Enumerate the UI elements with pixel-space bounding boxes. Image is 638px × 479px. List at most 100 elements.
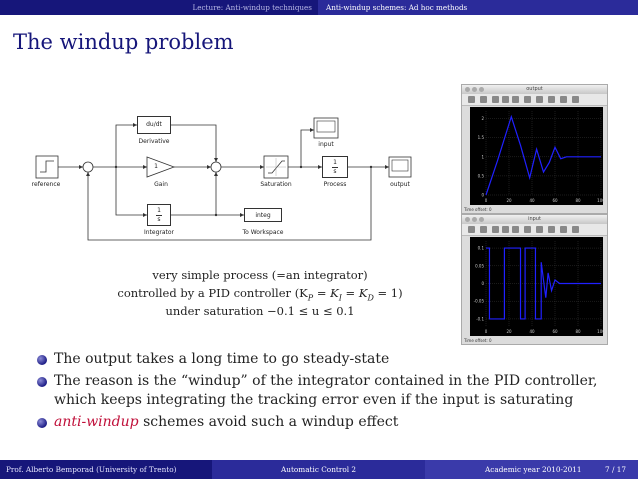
zoom-y-icon[interactable]: [512, 96, 519, 103]
input-window-title: input: [528, 216, 541, 222]
integrator-block[interactable]: 1 s: [147, 204, 171, 226]
input-series-line: [486, 247, 601, 320]
floating-scope-icon[interactable]: [560, 96, 567, 103]
integrator-label: Integrator: [143, 229, 175, 236]
input-label: input: [318, 141, 334, 148]
output-label: output: [390, 181, 410, 188]
save-axes-icon[interactable]: [536, 96, 543, 103]
input-x-tick-label: 40: [529, 329, 535, 334]
section-nav-previous[interactable]: Lecture: Anti-windup techniques: [192, 3, 313, 12]
autoscale-icon[interactable]: [524, 96, 531, 103]
footer-year: Academic year 2010-2011: [485, 465, 582, 474]
autoscale-icon[interactable]: [524, 226, 531, 233]
process-label: Process: [323, 181, 347, 188]
gain-label: Gain: [154, 181, 168, 188]
zoom-x-icon[interactable]: [502, 96, 509, 103]
input-time-offset: Time offset: 0: [464, 338, 492, 343]
bullet-text: schemes avoid such a windup effect: [138, 414, 399, 430]
minimize-icon[interactable]: [472, 87, 477, 92]
output-window-title: output: [526, 86, 543, 92]
footer-page-number[interactable]: 7 / 17: [605, 465, 627, 474]
section-nav-current[interactable]: Anti-windup schemes: Ad hoc methods: [318, 0, 638, 15]
derivative-label: Derivative: [138, 138, 170, 145]
gain-block-text: 1: [154, 163, 158, 170]
to-workspace-label: To Workspace: [242, 229, 284, 236]
minimize-icon[interactable]: [472, 217, 477, 222]
input-window-titlebar[interactable]: input: [462, 215, 607, 224]
derivative-block[interactable]: du/dt: [137, 116, 171, 134]
sum-junction-1: [82, 161, 94, 173]
zoom-in-icon[interactable]: [492, 226, 499, 233]
output-x-tick-label: 20: [506, 198, 512, 203]
footer-course: Automatic Control 2: [212, 460, 425, 479]
signal-select-icon[interactable]: [572, 96, 579, 103]
output-window-titlebar[interactable]: output: [462, 85, 607, 94]
bullet-icon: [37, 418, 47, 428]
print-icon[interactable]: [468, 96, 475, 103]
footer-right: Academic year 2010-2011 7 / 17: [425, 460, 638, 479]
restore-axes-icon[interactable]: [548, 96, 555, 103]
output-series-line: [485, 114, 601, 196]
caption-line-2-text: controlled by a PID controller (K: [117, 286, 308, 300]
simulink-block-diagram: du/dt Derivative 1 Gain 1 s Integrator S…: [26, 105, 446, 250]
params-icon[interactable]: [480, 96, 487, 103]
input-toolbar: [462, 224, 607, 236]
restore-axes-icon[interactable]: [548, 226, 555, 233]
output-x-tick-label: 40: [529, 198, 535, 203]
params-icon[interactable]: [480, 226, 487, 233]
zoom-y-icon[interactable]: [512, 226, 519, 233]
print-icon[interactable]: [468, 226, 475, 233]
to-workspace-block[interactable]: integ: [244, 208, 282, 222]
close-icon[interactable]: [465, 217, 470, 222]
output-toolbar: [462, 94, 607, 106]
signal-select-icon[interactable]: [572, 226, 579, 233]
zoom-icon[interactable]: [479, 87, 484, 92]
reference-label: reference: [31, 181, 61, 188]
output-y-tick-label: 2: [481, 116, 484, 121]
output-y-tick-label: 0: [481, 193, 484, 198]
zoom-icon[interactable]: [479, 217, 484, 222]
sum-junction-2: [210, 161, 222, 173]
gain-block: [146, 156, 176, 178]
zoom-in-icon[interactable]: [492, 96, 499, 103]
step-source-block: [35, 155, 59, 179]
bullet-item: anti-windup schemes avoid such a windup …: [37, 413, 627, 432]
input-x-tick-label: 20: [506, 329, 512, 334]
top-navigation-bar: Lecture: Anti-windup techniques Anti-win…: [0, 0, 638, 15]
process-block[interactable]: 1 s: [322, 156, 348, 178]
bullet-icon: [37, 377, 47, 387]
bullet-item: The output takes a long time to go stead…: [37, 350, 627, 369]
input-y-tick-label: 0: [481, 281, 484, 286]
output-y-tick-label: 1: [481, 154, 484, 159]
close-icon[interactable]: [465, 87, 470, 92]
caption-line-1: very simple process (=an integrator): [152, 268, 368, 282]
input-x-tick-label: 60: [552, 329, 558, 334]
to-workspace-text: integ: [255, 212, 271, 219]
output-y-tick-label: 0.5: [478, 173, 485, 178]
slide-title: The windup problem: [13, 30, 234, 54]
bullet-emphasis: anti-windup: [54, 414, 139, 430]
diagram-wires: [35, 117, 412, 241]
bullet-item: The reason is the “windup” of the integr…: [37, 372, 627, 410]
bullet-list: The output takes a long time to go stead…: [37, 350, 627, 435]
output-x-tick-label: 60: [552, 198, 558, 203]
process-numerator: 1: [333, 159, 337, 166]
output-time-offset: Time offset: 0: [464, 207, 492, 212]
footer-author: Prof. Alberto Bemporad (University of Tr…: [0, 460, 212, 479]
zoom-x-icon[interactable]: [502, 226, 509, 233]
output-x-tick-label: 80: [575, 198, 581, 203]
integrator-denominator: s: [157, 216, 161, 223]
save-axes-icon[interactable]: [536, 226, 543, 233]
bullet-icon: [37, 355, 47, 365]
output-x-tick-label: 100: [597, 198, 605, 203]
footer-bar: Prof. Alberto Bemporad (University of Tr…: [0, 460, 638, 479]
input-y-tick-label: 0.05: [475, 263, 484, 268]
floating-scope-icon[interactable]: [560, 226, 567, 233]
output-y-tick-label: 1.5: [478, 135, 485, 140]
